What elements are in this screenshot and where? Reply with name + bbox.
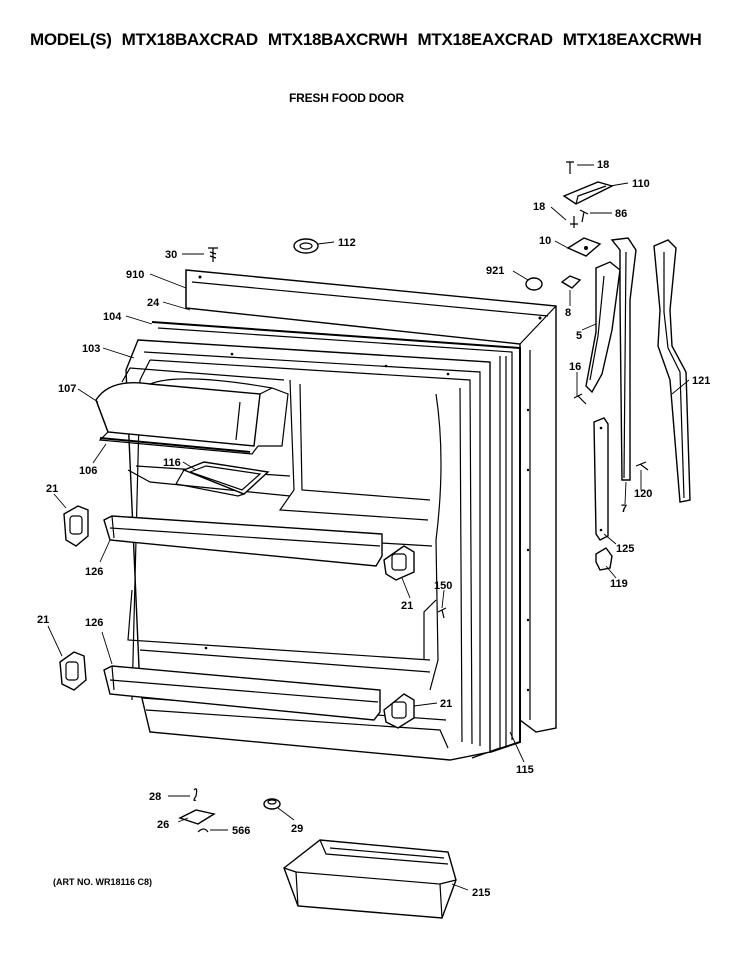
callout-label: 18 bbox=[533, 201, 545, 213]
door-gasket bbox=[151, 321, 521, 759]
screw bbox=[579, 209, 589, 223]
callout-label: 16 bbox=[569, 361, 581, 373]
callout-label: 26 bbox=[157, 819, 169, 831]
model-number: MTX18BAXCRAD bbox=[121, 30, 259, 49]
callout-label: 110 bbox=[632, 178, 650, 190]
callout-label: 21 bbox=[440, 698, 452, 710]
callout-label: 18 bbox=[597, 159, 609, 171]
retainer-clip bbox=[193, 788, 198, 802]
section-title: FRESH FOOD DOOR bbox=[289, 91, 405, 105]
callout-label: 112 bbox=[338, 237, 356, 249]
art-number: (ART NO. WR18116 C8) bbox=[53, 877, 153, 887]
butter-tray bbox=[175, 461, 270, 497]
callout-label: 86 bbox=[615, 208, 627, 220]
screw bbox=[197, 828, 209, 833]
dairy-compartment-door bbox=[95, 367, 289, 455]
callout-label: 107 bbox=[58, 383, 76, 395]
callout-label: 215 bbox=[472, 887, 490, 899]
bottom-plug bbox=[263, 798, 281, 810]
callout-label: 126 bbox=[85, 617, 103, 629]
callout-label: 10 bbox=[539, 235, 551, 247]
callout-label: 21 bbox=[46, 483, 58, 495]
handle-trim-strip bbox=[610, 237, 637, 481]
model-line: MODEL(S) MTX18BAXCRAD MTX18BAXCRWH MTX18EAX… bbox=[30, 30, 712, 50]
handle-bracket bbox=[593, 417, 609, 541]
callout-label: 8 bbox=[565, 307, 571, 319]
callout-label: 115 bbox=[516, 764, 534, 776]
shelf-end-cap bbox=[59, 651, 87, 691]
door-bin bbox=[283, 839, 457, 919]
model-number: MTX18BAXCRWH bbox=[267, 30, 408, 49]
door-handle bbox=[585, 261, 621, 394]
callout-label: 125 bbox=[616, 543, 634, 555]
hinge bbox=[566, 237, 602, 257]
screw bbox=[570, 216, 578, 228]
callout-label: 126 bbox=[85, 566, 103, 578]
callout-label: 150 bbox=[434, 580, 452, 592]
shelf-end-cap bbox=[63, 505, 89, 547]
callout-label: 104 bbox=[103, 311, 122, 323]
hinge-plug bbox=[525, 277, 543, 291]
screw bbox=[635, 461, 649, 471]
callout-label: 120 bbox=[634, 488, 652, 500]
model-prefix: MODEL(S) bbox=[30, 30, 112, 49]
hinge-bracket bbox=[560, 275, 582, 289]
callout-label: 106 bbox=[79, 465, 97, 477]
outer-door-panel bbox=[185, 269, 557, 733]
model-number: MTX18EAXCRWH bbox=[562, 30, 702, 49]
callout-label: 119 bbox=[610, 578, 628, 590]
callout-label: 116 bbox=[163, 457, 181, 469]
hole-plug bbox=[293, 238, 319, 254]
callout-label: 5 bbox=[576, 330, 582, 342]
callout-label: 29 bbox=[291, 823, 303, 835]
handle-cover bbox=[653, 239, 691, 503]
shelf-end-cap bbox=[383, 693, 415, 729]
callout-label: 24 bbox=[147, 297, 160, 309]
screw bbox=[437, 607, 447, 619]
callout-label: 103 bbox=[82, 343, 100, 355]
callout-labels: 18 110 18 86 10 30 112 910 921 8 24 104 … bbox=[37, 159, 710, 899]
callout-label: 21 bbox=[37, 614, 49, 626]
callout-label: 566 bbox=[232, 825, 250, 837]
model-number: MTX18EAXCRAD bbox=[417, 30, 554, 49]
leader-lines bbox=[47, 164, 690, 891]
callout-label: 28 bbox=[149, 791, 161, 803]
hinge-cover bbox=[562, 181, 614, 205]
bracket-plate bbox=[178, 809, 216, 825]
door-shelf-bar-lower bbox=[103, 665, 381, 721]
screw bbox=[566, 161, 574, 174]
callout-label: 121 bbox=[692, 375, 710, 387]
screw bbox=[573, 393, 587, 405]
screw bbox=[208, 247, 218, 262]
callout-label: 7 bbox=[621, 503, 627, 515]
callout-label: 910 bbox=[126, 269, 144, 281]
callout-label: 30 bbox=[165, 249, 177, 261]
handle-end-cap bbox=[595, 547, 613, 571]
shelf-end-cap bbox=[383, 545, 415, 581]
callout-label: 21 bbox=[401, 600, 413, 612]
callout-label: 921 bbox=[486, 265, 504, 277]
